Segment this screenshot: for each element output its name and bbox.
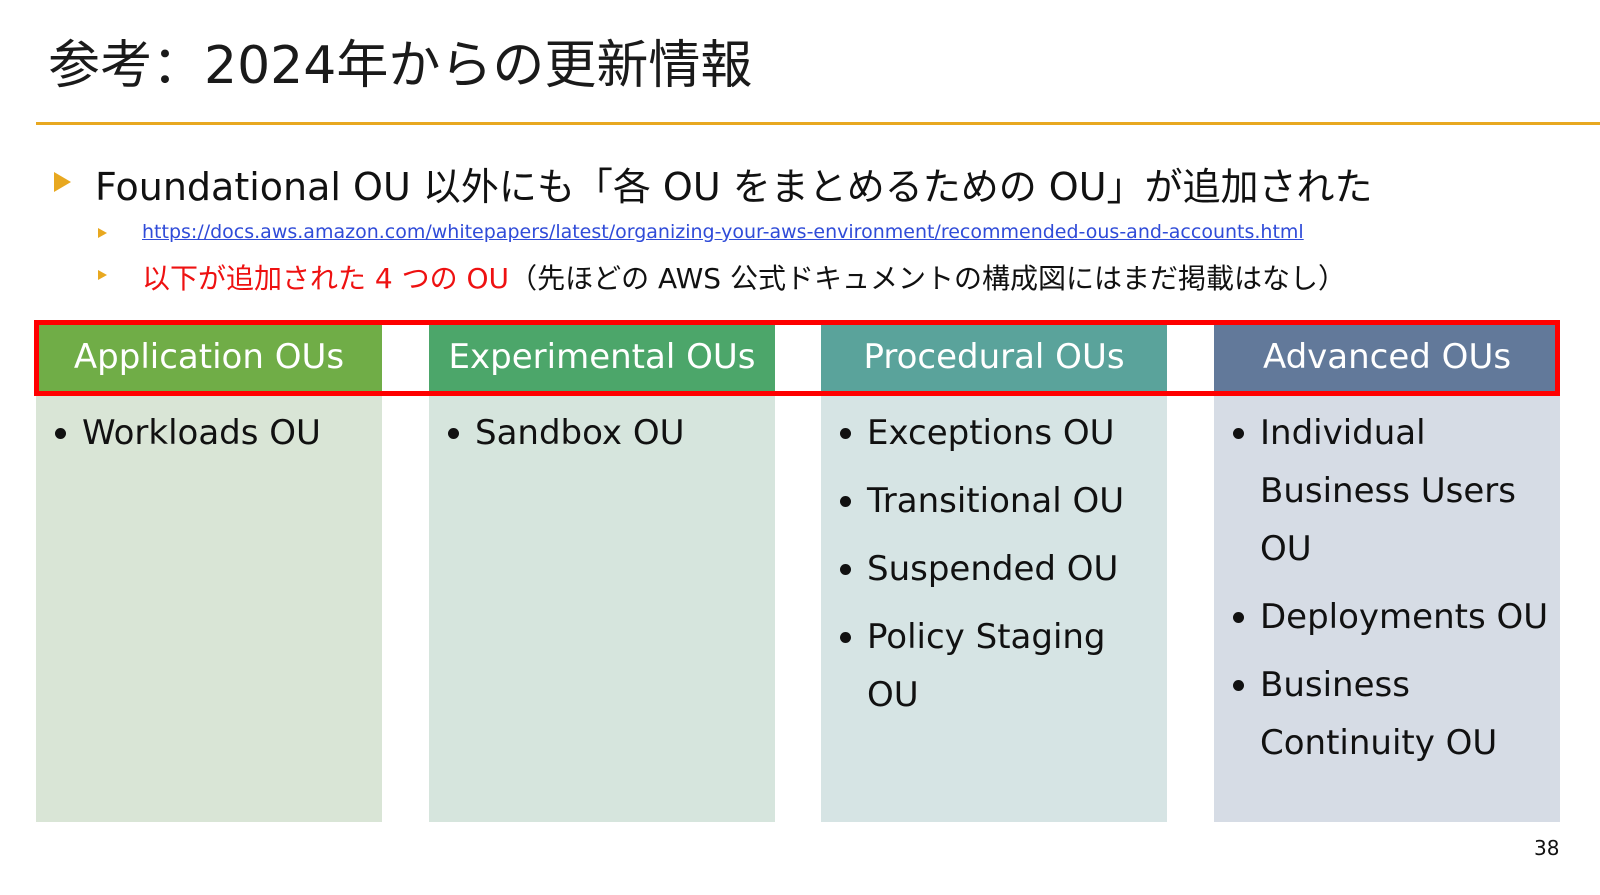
ou-column-body: Exceptions OU Transitional OU Suspended … <box>821 392 1167 822</box>
ou-column-header: Advanced OUs <box>1214 322 1560 392</box>
sub-bullet-added-ous: 以下が追加された 4 つの OU（先ほどの AWS 公式ドキュメントの構成図には… <box>142 257 1346 297</box>
ou-column-advanced: Advanced OUs Individual Business Users O… <box>1214 322 1560 822</box>
ou-column-header: Application OUs <box>36 322 382 392</box>
ou-column-application: Application OUs Workloads OU <box>36 322 382 822</box>
bullet-foundational-ou: Foundational OU 以外にも「各 OU をまとめるための OU」が追… <box>95 165 1373 209</box>
ou-column-body: Workloads OU <box>36 392 382 822</box>
added-ous-highlight: 以下が追加された 4 つの OU <box>142 262 510 295</box>
ou-column-body: Individual Business Users OU Deployments… <box>1214 392 1560 822</box>
page-number: 38 <box>1534 836 1560 860</box>
ou-column-header: Experimental OUs <box>429 322 775 392</box>
ou-column-body: Sandbox OU <box>429 392 775 822</box>
sub-bullet-arrow-icon <box>98 270 107 280</box>
title-underline <box>36 122 1600 125</box>
list-item: Transitional OU <box>840 472 1167 530</box>
ou-column-procedural: Procedural OUs Exceptions OU Transitiona… <box>821 322 1167 822</box>
bullet-arrow-icon <box>54 172 71 192</box>
ou-column-experimental: Experimental OUs Sandbox OU <box>429 322 775 822</box>
added-ous-note: （先ほどの AWS 公式ドキュメントの構成図にはまだ掲載はなし） <box>509 262 1346 295</box>
list-item: Exceptions OU <box>840 404 1167 462</box>
list-item: Policy Staging OU <box>840 608 1167 724</box>
page-title: 参考：2024年からの更新情報 <box>48 36 753 96</box>
ou-column-header: Procedural OUs <box>821 322 1167 392</box>
list-item: Individual Business Users OU <box>1233 404 1560 578</box>
sub-bullet-arrow-icon <box>98 228 107 238</box>
list-item: Business Continuity OU <box>1233 656 1560 772</box>
list-item: Workloads OU <box>55 404 382 462</box>
docs-link[interactable]: https://docs.aws.amazon.com/whitepapers/… <box>142 221 1304 243</box>
list-item: Deployments OU <box>1233 588 1560 646</box>
list-item: Suspended OU <box>840 540 1167 598</box>
list-item: Sandbox OU <box>448 404 775 462</box>
